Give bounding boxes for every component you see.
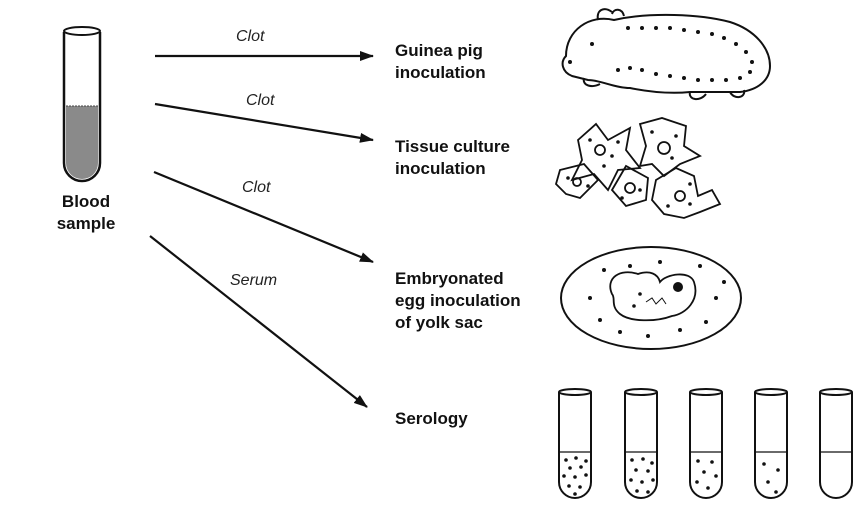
- serology-tubes-icon: [559, 389, 852, 498]
- dest-tissue-culture-label: Tissue culture inoculation: [395, 136, 510, 180]
- dest-tissue-culture-line2: inoculation: [395, 158, 510, 180]
- dest-egg-line3: of yolk sac: [395, 312, 521, 334]
- arrow-label-clot-1: Clot: [236, 28, 264, 46]
- arrow-serum-serology: [150, 236, 367, 407]
- blood-sample-label-line2: sample: [56, 213, 116, 235]
- embryonated-egg-icon: [561, 247, 741, 349]
- dest-egg-label: Embryonated egg inoculation of yolk sac: [395, 268, 521, 334]
- arrow-label-clot-2: Clot: [246, 92, 274, 110]
- dest-tissue-culture-line1: Tissue culture: [395, 136, 510, 158]
- guinea-pig-icon: [563, 9, 770, 99]
- blood-sample-label-line1: Blood: [56, 191, 116, 213]
- dest-egg-line2: egg inoculation: [395, 290, 521, 312]
- dest-guinea-pig-label: Guinea pig inoculation: [395, 40, 486, 84]
- dest-serology-line1: Serology: [395, 408, 468, 430]
- tissue-culture-cells-icon: [556, 118, 720, 218]
- serology-tube-dots: [562, 456, 780, 496]
- guinea-pig-lesion-dots: [616, 26, 754, 82]
- arrow-label-clot-3: Clot: [242, 179, 270, 197]
- dest-guinea-pig-line2: inoculation: [395, 62, 486, 84]
- blood-sample-label: Blood sample: [56, 191, 116, 235]
- dest-guinea-pig-line1: Guinea pig: [395, 40, 486, 62]
- dest-egg-line1: Embryonated: [395, 268, 521, 290]
- arrow-label-serum: Serum: [230, 272, 277, 290]
- blood-sample-tube-icon: [64, 27, 100, 181]
- dest-serology-label: Serology: [395, 408, 468, 430]
